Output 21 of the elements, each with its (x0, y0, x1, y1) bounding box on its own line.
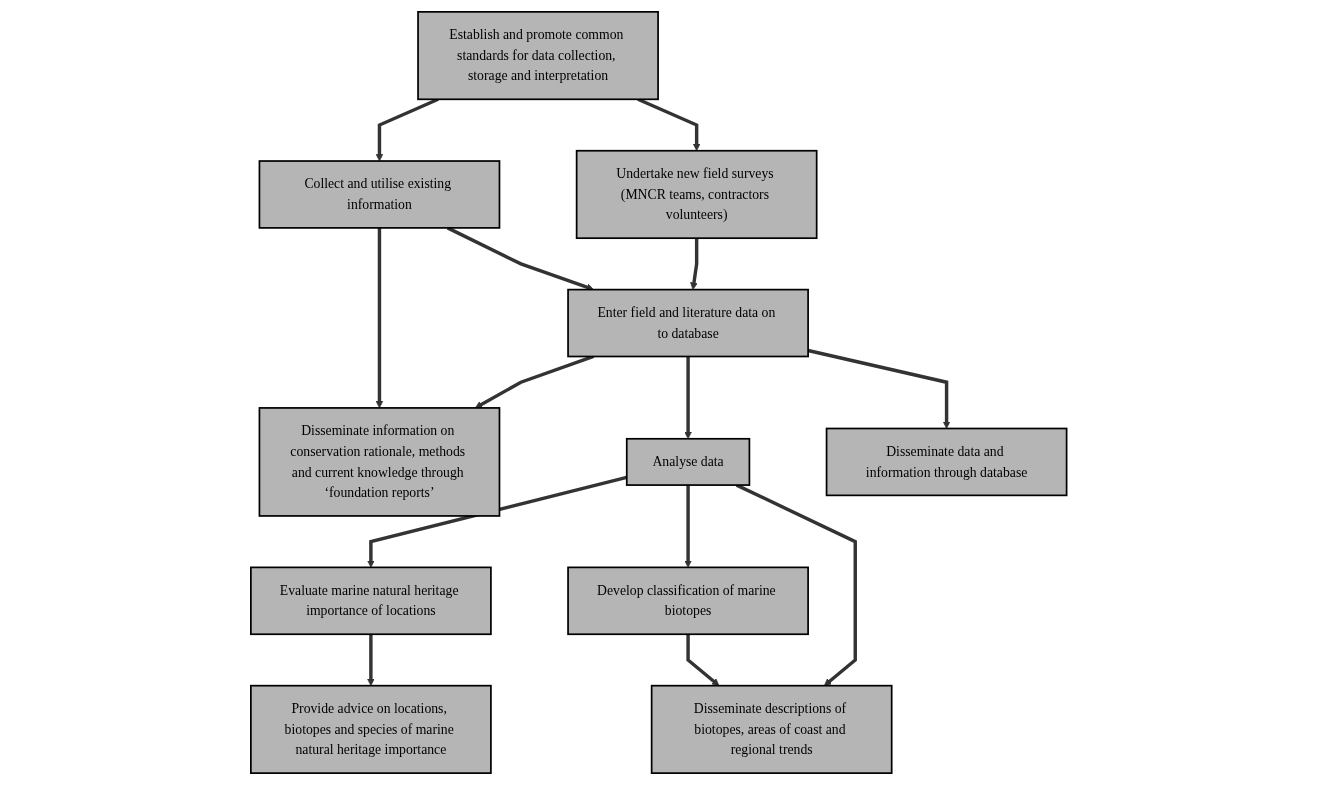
arrow (366, 475, 627, 568)
arrow (684, 485, 692, 568)
node-box (625, 437, 751, 486)
arrow (375, 227, 383, 409)
node-box (258, 407, 501, 517)
node-box (249, 566, 492, 636)
node-box (566, 288, 809, 358)
node-box (650, 684, 893, 774)
arrow (366, 634, 375, 687)
arrow (686, 634, 720, 687)
flowchart: Establish and promote common standards for data collection, storage and interpretation Collect and utilise existing information Undertake new field surveys (MNCR teams, contractors volunteers) Enter field and literature data on to database Disseminate information on conservation rationale, methods and current knowledge through ‘foundation reports’ Analyse data Evaluate marine natural heritage importance of locations Develop classification of marine biotopes Provide advice on locations, biotopes and species of marine natural heritage importance Disseminate descriptions of biotopes, areas of coast and regional trends Disseminate data and information through database (243, 5, 1074, 780)
node-box (258, 160, 501, 229)
node-box (566, 566, 809, 636)
node-box (575, 149, 818, 240)
arrow (689, 238, 699, 290)
node-box (416, 11, 659, 101)
arrow (446, 226, 594, 291)
node-box (249, 684, 492, 774)
node-box (825, 427, 1068, 497)
arrow (684, 356, 692, 440)
arrow (807, 348, 951, 429)
